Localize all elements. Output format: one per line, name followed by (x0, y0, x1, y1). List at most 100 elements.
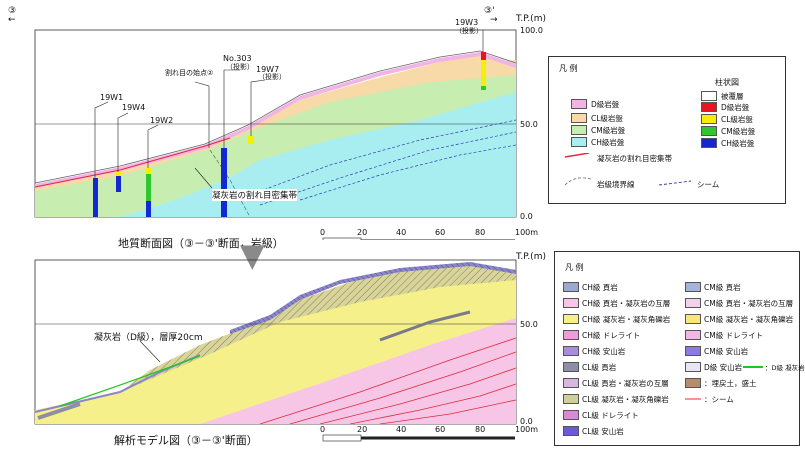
scale-tick: 20 (357, 228, 368, 237)
borehole-column (93, 178, 98, 217)
legend-label: CL級 凝灰岩・凝灰角礫岩 (582, 395, 669, 404)
legend-label: CM級 ドレライト (704, 331, 764, 340)
scale-tick: 40 (396, 228, 407, 237)
scale-tick: 100m (515, 425, 539, 434)
legend-label: CM級岩盤 (591, 126, 626, 135)
borehole-column (116, 176, 121, 192)
elevation-tick: 0.0 (520, 417, 533, 426)
elevation-tick: 50.0 (520, 320, 538, 329)
legend-label: ：埋戻土，盛土 (704, 379, 757, 388)
arrow-right-icon: → (490, 15, 498, 25)
legend-swatch (685, 282, 701, 292)
geological-section-top (34, 29, 517, 240)
legend-label: 被覆層 (721, 92, 744, 101)
legend-swatch (701, 138, 717, 148)
legend-swatch (563, 378, 579, 388)
legend-label: CL級 頁岩・凝灰岩の互層 (582, 379, 669, 388)
legend-swatch (685, 330, 701, 340)
legend-label: CH級岩盤 (721, 139, 755, 148)
legend-label: CH級 ドレライト (582, 331, 641, 340)
legend-label: CL級岩盤 (721, 115, 753, 124)
top-caption: 地質断面図（③－③'断面，岩級） (118, 237, 284, 250)
elevation-unit: T.P.(m) (516, 14, 546, 24)
legend-swatch (685, 362, 701, 372)
elevation-tick: 100.0 (520, 26, 543, 35)
legend-label: ：D級 凝灰岩 (765, 364, 805, 372)
borehole-label: 19W2 (150, 116, 174, 125)
legend-swatch (571, 99, 587, 109)
legend-line-samples (564, 153, 592, 186)
top-legend: 凡 例 柱状図 D級岩盤 CL級岩盤 CM級岩盤 CH級岩盤 凝灰岩の割れ目密集… (548, 56, 786, 204)
tuff-annotation: 凝灰岩（D級），層厚20cm (94, 333, 203, 343)
legend-swatch (701, 102, 717, 112)
legend-label: 岩級境界線 (597, 180, 635, 189)
section-start-label: ③ (8, 6, 17, 16)
legend-title: 凡 例 (565, 263, 584, 272)
borehole-label: 割れ目の始点② (165, 69, 214, 77)
borehole-label: 19W3 (455, 18, 479, 27)
legend-label: D級岩盤 (591, 100, 620, 109)
borehole-sublabel: （投影） (258, 73, 286, 81)
scale-tick: 100m (515, 228, 539, 237)
legend-label: CM級岩盤 (721, 127, 756, 136)
legend-label: CH級岩盤 (591, 138, 625, 147)
arrow-left-icon: ← (8, 15, 16, 25)
legend-swatch (701, 91, 717, 101)
legend-swatch (563, 314, 579, 324)
legend-label: CM級 頁岩・凝灰岩の互層 (704, 299, 794, 308)
borehole-column (146, 168, 151, 174)
borehole-column (248, 136, 254, 144)
legend-swatch (563, 282, 579, 292)
scale-tick: 40 (396, 425, 407, 434)
legend-swatch (685, 314, 701, 324)
legend-swatch (571, 113, 587, 123)
scale-tick: 60 (435, 228, 446, 237)
legend-swatch (571, 137, 587, 147)
legend-swatch (685, 346, 701, 356)
fracture-zone-annotation: 凝灰岩の割れ目密集帯 (212, 189, 298, 201)
bottom-legend: 凡 例 CH級 頁岩 CH級 頁岩・凝灰岩の互層 CH級 凝灰岩・凝灰角礫岩 C… (554, 251, 805, 446)
legend-label: ：シーム (704, 395, 734, 404)
legend-label: D級岩盤 (721, 103, 750, 112)
legend-swatch (563, 298, 579, 308)
borehole-label: No.303 (223, 54, 252, 63)
legend-title: 凡 例 (559, 64, 578, 73)
legend-label: CL級岩盤 (591, 114, 623, 123)
legend-label: CL級 ドレライト (582, 411, 639, 420)
legend-swatch (563, 426, 579, 436)
legend-swatch (685, 378, 701, 388)
legend-swatch (563, 346, 579, 356)
legend-label: CM級 頁岩 (704, 283, 741, 292)
legend-swatch (563, 394, 579, 404)
legend-swatch (563, 410, 579, 420)
scale-tick: 80 (475, 425, 486, 434)
borehole-column (221, 148, 227, 217)
legend-label: シーム (697, 180, 720, 189)
legend-column-title: 柱状図 (715, 78, 739, 87)
borehole-sublabel: （投影） (455, 27, 483, 35)
legend-swatch (563, 330, 579, 340)
borehole-column (481, 52, 486, 60)
legend-label: 凝灰岩の割れ目密集帯 (597, 154, 672, 163)
legend-label: D級 安山岩 (704, 363, 743, 372)
borehole-sublabel: （投影） (226, 63, 254, 71)
legend-label: CL級 安山岩 (582, 427, 624, 436)
seam-line-sample (685, 398, 701, 400)
borehole-label: 19W1 (100, 93, 124, 102)
elevation-tick: 0.0 (520, 212, 533, 221)
legend-swatch (563, 362, 579, 372)
scale-tick: 60 (435, 425, 446, 434)
seam-line-sample (658, 180, 692, 186)
scale-tick: 0 (320, 228, 326, 237)
d-tuff-line-sample (743, 366, 763, 368)
scale-tick: 0 (320, 425, 326, 434)
legend-label: CH級 凝灰岩・凝灰角礫岩 (582, 315, 671, 324)
bottom-caption: 解析モデル図（③－③'断面） (114, 434, 258, 447)
legend-label: CL級 頁岩 (582, 363, 617, 372)
legend-label: CM級 安山岩 (704, 347, 749, 356)
legend-label: CM級 凝灰岩・凝灰角礫岩 (704, 315, 794, 324)
scale-tick: 80 (475, 228, 486, 237)
down-arrow-icon: ▼ (240, 236, 265, 274)
legend-swatch (571, 125, 587, 135)
